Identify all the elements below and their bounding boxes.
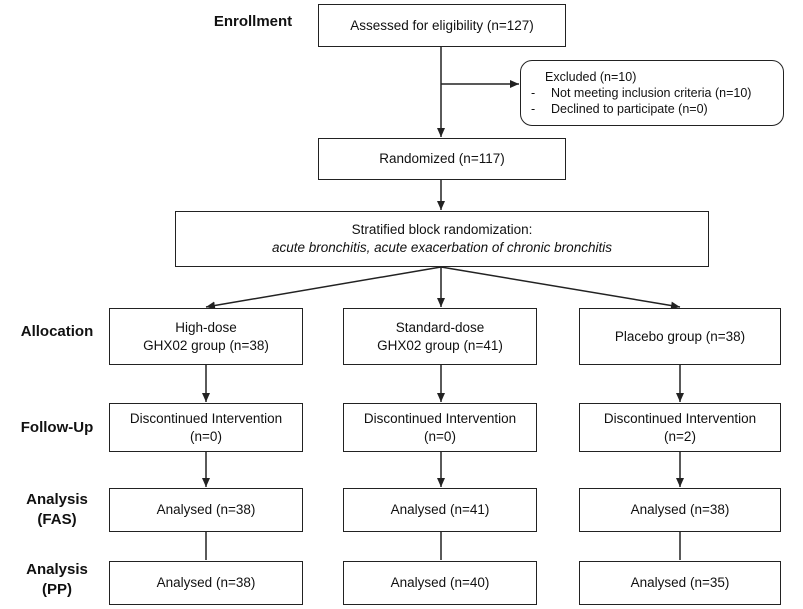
followup-standard-dose-line1: Discontinued Intervention <box>363 410 517 426</box>
pp-box-placebo: Analysed (n=35) <box>579 561 781 605</box>
followup-placebo-line1: Discontinued Intervention <box>603 410 757 426</box>
stratified-line1: Stratified block randomization: <box>351 222 533 237</box>
fas-box-placebo: Analysed (n=38) <box>579 488 781 532</box>
excluded-item-1-text: Not meeting inclusion criteria (n=10) <box>551 86 752 100</box>
fas-box-standard-dose: Analysed (n=41) <box>343 488 537 532</box>
excluded-item-2-text: Declined to participate (n=0) <box>551 102 708 116</box>
fas-box-high-dose: Analysed (n=38) <box>109 488 303 532</box>
stage-followup: Follow-Up <box>20 419 94 436</box>
followup-placebo-line2: (n=2) <box>664 428 696 444</box>
connector-to-group-1 <box>205 266 442 310</box>
stage-analysis-fas: Analysis (FAS) <box>2 490 112 530</box>
excluded-item-1: - Not meeting inclusion criteria (n=10) <box>531 85 752 101</box>
followup-box-standard-dose: Discontinued Intervention (n=0) <box>343 403 537 452</box>
excluded-item-2-dash: - <box>531 102 536 116</box>
stratified-line2: acute bronchitis, acute exacerbation of … <box>272 240 612 255</box>
followup-standard-dose-line2: (n=0) <box>424 428 456 444</box>
followup-high-dose-line1: Discontinued Intervention <box>129 410 283 426</box>
pp-box-standard-dose: Analysed (n=40) <box>343 561 537 605</box>
excluded-item-1-dash: - <box>531 86 536 100</box>
pp-box-high-dose: Analysed (n=38) <box>109 561 303 605</box>
assessed-box: Assessed for eligibility (n=127) <box>318 4 566 47</box>
allocation-placebo-line1: Placebo group (n=38) <box>614 328 746 344</box>
excluded-title: Excluded (n=10) <box>545 70 637 84</box>
fas-standard-dose-text: Analysed (n=41) <box>390 502 490 517</box>
stage-analysis-fas-line2: (FAS) <box>37 511 77 528</box>
followup-high-dose-line2: (n=0) <box>190 428 222 444</box>
randomized-text: Randomized (n=117) <box>379 151 505 166</box>
connector-to-group-3 <box>440 266 681 310</box>
stratified-box: Stratified block randomization: acute br… <box>175 211 709 267</box>
stage-allocation: Allocation <box>20 323 94 340</box>
allocation-high-dose-line1: High-dose <box>175 319 237 335</box>
fas-placebo-text: Analysed (n=38) <box>630 502 730 517</box>
pp-high-dose-text: Analysed (n=38) <box>156 575 256 590</box>
stage-analysis-pp: Analysis (PP) <box>2 560 112 600</box>
stage-analysis-fas-line1: Analysis <box>26 491 88 508</box>
allocation-box-high-dose: High-dose GHX02 group (n=38) <box>109 308 303 365</box>
excluded-item-2: - Declined to participate (n=0) <box>531 101 708 117</box>
allocation-high-dose-line2: GHX02 group (n=38) <box>143 337 269 353</box>
stage-enrollment: Enrollment <box>213 13 293 30</box>
followup-box-high-dose: Discontinued Intervention (n=0) <box>109 403 303 452</box>
pp-standard-dose-text: Analysed (n=40) <box>390 575 490 590</box>
stage-analysis-pp-line1: Analysis <box>26 561 88 578</box>
allocation-box-standard-dose: Standard-dose GHX02 group (n=41) <box>343 308 537 365</box>
fas-high-dose-text: Analysed (n=38) <box>156 502 256 517</box>
allocation-standard-dose-line1: Standard-dose <box>395 319 485 335</box>
followup-box-placebo: Discontinued Intervention (n=2) <box>579 403 781 452</box>
allocation-box-placebo: Placebo group (n=38) <box>579 308 781 365</box>
allocation-standard-dose-line2: GHX02 group (n=41) <box>377 337 503 353</box>
assessed-text: Assessed for eligibility (n=127) <box>350 17 534 33</box>
excluded-box: Excluded (n=10) - Not meeting inclusion … <box>520 60 784 126</box>
pp-placebo-text: Analysed (n=35) <box>630 575 730 590</box>
stage-analysis-pp-line2: (PP) <box>42 581 72 598</box>
randomized-box: Randomized (n=117) <box>318 138 566 180</box>
